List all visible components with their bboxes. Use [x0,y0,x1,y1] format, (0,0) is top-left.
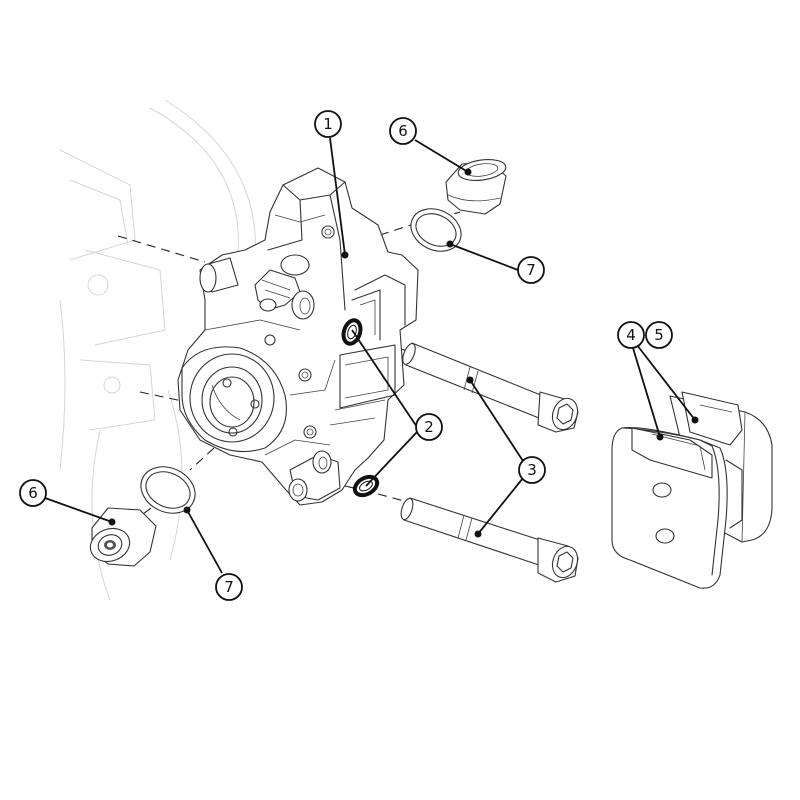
callout-6-upper-label: 6 [398,122,408,140]
callout-6-lower: 6 [19,479,47,507]
callout-1-label: 1 [323,115,333,133]
callout-7-upper-label: 7 [526,261,536,279]
caliper-body [177,167,419,506]
piston-lower [89,507,157,567]
callout-1: 1 [314,110,342,138]
callout-6-upper: 6 [389,117,417,145]
callout-3-label: 3 [527,461,537,479]
seal-ring-lower [140,466,196,514]
leader-dots [108,168,699,538]
callout-7-lower: 7 [215,573,243,601]
o-ring-upper [341,318,363,346]
callout-7-lower-label: 7 [224,578,234,596]
seal-ring-upper [410,208,462,252]
background-disc-ghost [59,99,256,601]
callout-2-label: 2 [424,418,434,436]
callout-7-upper: 7 [517,256,545,284]
callout-5: 5 [645,321,673,349]
callout-2: 2 [415,413,443,441]
callout-4: 4 [617,321,645,349]
callout-3: 3 [518,456,546,484]
callout-4-label: 4 [626,326,636,344]
bolt-lower [400,497,579,583]
bolt-upper [402,342,579,433]
callout-6-lower-label: 6 [28,484,38,502]
callout-5-label: 5 [654,326,664,344]
piston-upper [445,158,507,215]
brake-pad-front [611,427,743,589]
leader-lines [44,137,696,574]
